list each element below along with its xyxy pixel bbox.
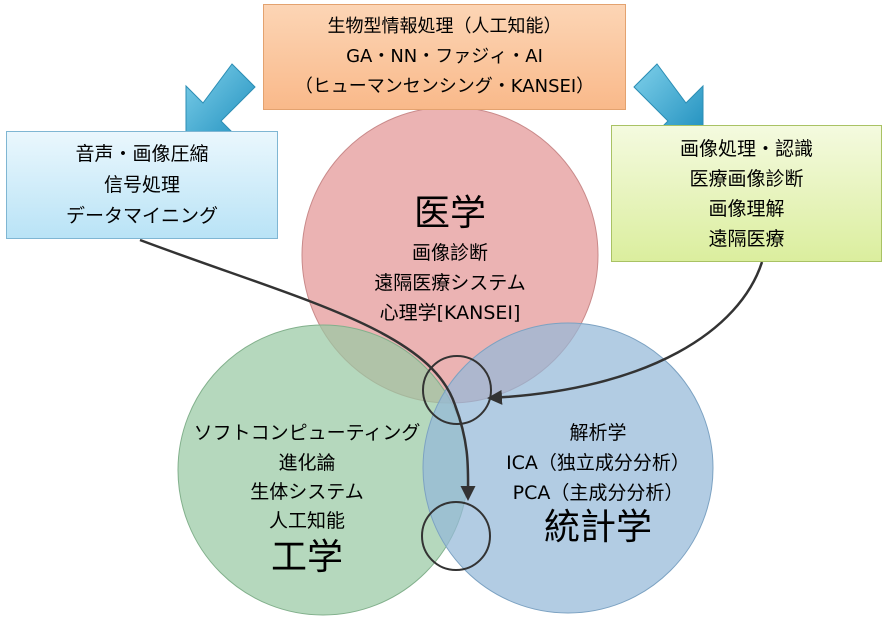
statistics-item-2: ICA（独立成分分析）: [506, 452, 690, 474]
engineering-title: 工学: [270, 537, 344, 578]
medicine-item-1: 画像診断: [411, 242, 489, 264]
statistics-title: 統計学: [543, 507, 653, 548]
left-down-arrow-icon: [185, 63, 256, 139]
top-box-line1: 生物型情報処理（人工知能）: [327, 16, 562, 37]
medicine-title: 医学: [413, 193, 487, 234]
image-processing-box: 画像処理・認識 医療画像診断 画像理解 遠隔医療: [611, 125, 882, 262]
top-box-line2: GA・NN・ファジィ・AI: [346, 46, 543, 67]
signal-processing-box: 音声・画像圧縮 信号処理 データマイニング: [6, 131, 278, 239]
left-box-line1: 音声・画像圧縮: [75, 142, 209, 165]
medicine-item-2: 遠隔医療システム: [374, 272, 526, 294]
right-box-line4: 遠隔医療: [708, 227, 785, 250]
engineering-item-2: 進化論: [278, 452, 336, 474]
engineering-item-4: 人工知能: [268, 510, 346, 532]
left-box-line2: 信号処理: [103, 173, 180, 196]
top-box-line3: （ヒューマンセンシング・KANSEI）: [294, 76, 595, 97]
right-box-line2: 医療画像診断: [689, 167, 804, 190]
bio-info-processing-box: 生物型情報処理（人工知能） GA・NN・ファジィ・AI （ヒューマンセンシング・…: [263, 4, 626, 110]
right-box-line1: 画像処理・認識: [679, 137, 813, 160]
right-connector-curve: [487, 261, 764, 405]
medicine-item-3: 心理学[KANSEI]: [379, 302, 521, 324]
engineering-item-3: 生体システム: [250, 481, 364, 503]
left-box-line3: データマイニング: [65, 204, 218, 227]
right-box-line3: 画像理解: [708, 197, 785, 220]
engineering-item-1: ソフトコンピューティング: [193, 422, 421, 444]
intersection-ring-lower: [421, 501, 491, 571]
statistics-item-3: PCA（主成分分析）: [512, 482, 684, 504]
left-connector-curve: [139, 238, 476, 501]
intersection-ring-upper: [422, 355, 492, 425]
statistics-item-1: 解析学: [569, 422, 627, 444]
